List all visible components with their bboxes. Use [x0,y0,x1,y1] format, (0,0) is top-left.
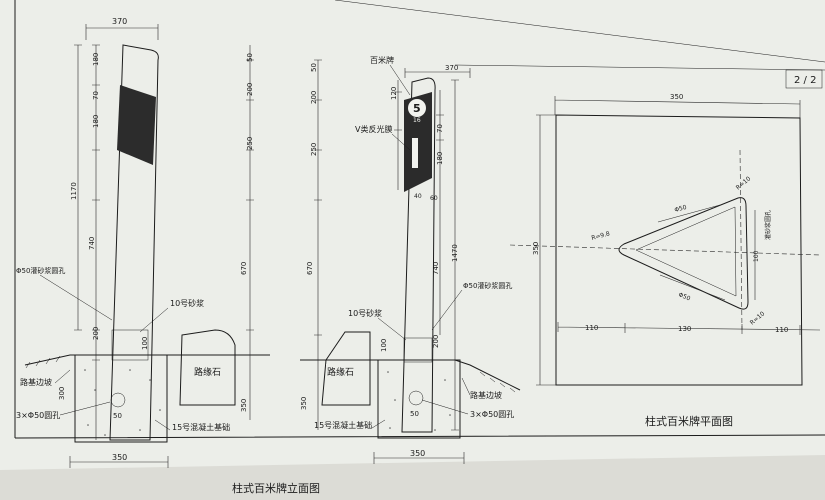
right-top-width: 370 [445,64,458,72]
right-pdim-200: 200 [432,335,440,348]
right-pdim-180: 180 [436,152,444,165]
plan-grout-label: 灌砂浆圆孔 [764,210,772,240]
right-pdim-120: 120 [390,87,398,100]
left-rdim-50: 50 [246,53,254,62]
left-dim-300: 300 [58,387,66,400]
plan-triangle-inner [635,206,737,297]
right-holes3-label: 3×Φ50圆孔 [470,410,514,419]
plate-label: 百米牌 [370,55,394,65]
left-bolt-label: 50 [113,412,122,420]
left-dim-200: 200 [92,327,100,340]
right-curb-label: 路缘石 [327,366,354,378]
left-dim-100: 100 [141,337,149,350]
plan-hole-top: Φ50 [674,204,688,214]
left-post [109,44,159,441]
plan-side-dim: 100 [753,250,760,262]
left-rdim-350: 350 [240,399,248,412]
left-foundation [74,354,168,443]
left-dim-70: 70 [92,91,100,100]
plan-r-left: R=9.8 [591,230,611,242]
plan-bottom-dim-mid: 130 [678,325,691,333]
right-ldim-350: 350 [300,397,308,410]
right-ldim-200: 200 [310,91,318,104]
plan-square [555,114,803,386]
left-dim-1170: 1170 [70,182,78,200]
plate-sub-number: 16 [413,117,421,124]
page-number: 2 / 2 [794,75,816,86]
left-curb-label: 路缘石 [194,366,221,378]
left-top-width: 370 [112,17,127,26]
left-mortar-zone [111,329,149,361]
left-holes3-label: 3×Φ50圆孔 [16,411,60,420]
left-dim-740: 740 [88,237,96,250]
right-pdim-740: 740 [432,262,440,275]
left-rdim-670: 670 [240,262,248,275]
left-mortar-label: 10号砂浆 [170,298,204,308]
right-pdim-70: 70 [436,124,444,133]
plan-triangle-outer [618,197,749,310]
page-border-inner [454,64,825,71]
page-number-box [785,69,823,89]
right-bottom-width: 350 [410,449,425,458]
left-foundation-label: 15号混凝土基础 [172,422,230,432]
plate-number: 5 [413,102,421,115]
elevation-title: 柱式百米牌立面图 [232,481,320,495]
left-slope-label: 路基边坡 [20,377,52,387]
right-bolt-label: 50 [410,410,419,418]
right-mortar-zone [403,337,433,363]
plan-title: 柱式百米牌平面图 [645,414,733,428]
left-elevation: 370 180 70 180 1170 740 200 100 300 50 [16,17,270,468]
left-rdim-250: 250 [246,137,254,150]
right-slope-label: 路基边坡 [470,390,502,400]
right-elevation: 50 200 250 670 350 370 5 16 120 70 180 6… [300,55,521,464]
right-pdim-60: 60 [430,195,438,202]
right-curb [321,331,371,406]
left-ground [24,354,270,366]
left-hole-label: Φ50灌砂浆圆孔 [16,266,65,275]
left-bolt-hole [110,392,126,408]
right-ldim-670: 670 [306,262,314,275]
plan-top-dim: 350 [670,93,683,101]
plan-centerline-v [739,149,743,331]
right-pdim-40: 40 [414,193,422,200]
plate-number-circle [408,99,426,117]
plan-left-dim: 350 [532,242,540,255]
page-border-top [334,0,825,63]
left-curb [179,329,236,406]
plate-white-bar [412,138,418,168]
right-pdim-1470: 1470 [451,244,459,262]
plan-bottom-dim-left: 110 [585,324,598,332]
plan-centerline-h [509,244,821,256]
right-pdim-100: 100 [380,339,388,352]
left-rdim-200: 200 [246,83,254,96]
left-bottom-width: 350 [112,453,127,462]
right-ldim-50: 50 [310,63,318,72]
plan-hole-bottom: Φ50 [677,291,691,302]
right-mortar-label: 10号砂浆 [348,308,382,318]
film-label: V类反光膜 [355,124,392,134]
left-black-band [117,85,156,165]
right-post [401,77,436,433]
right-hole-label: Φ50灌砂浆圆孔 [463,281,512,290]
paper-shadow [0,455,825,500]
right-ldim-250: 250 [310,143,318,156]
right-foundation [377,359,461,439]
left-dim-180a: 180 [92,53,100,66]
plan-bottom-dim-right: 110 [775,326,788,334]
right-bolt-hole [408,390,424,406]
right-foundation-label: 15号混凝土基础 [314,420,372,430]
left-dim-180b: 180 [92,115,100,128]
